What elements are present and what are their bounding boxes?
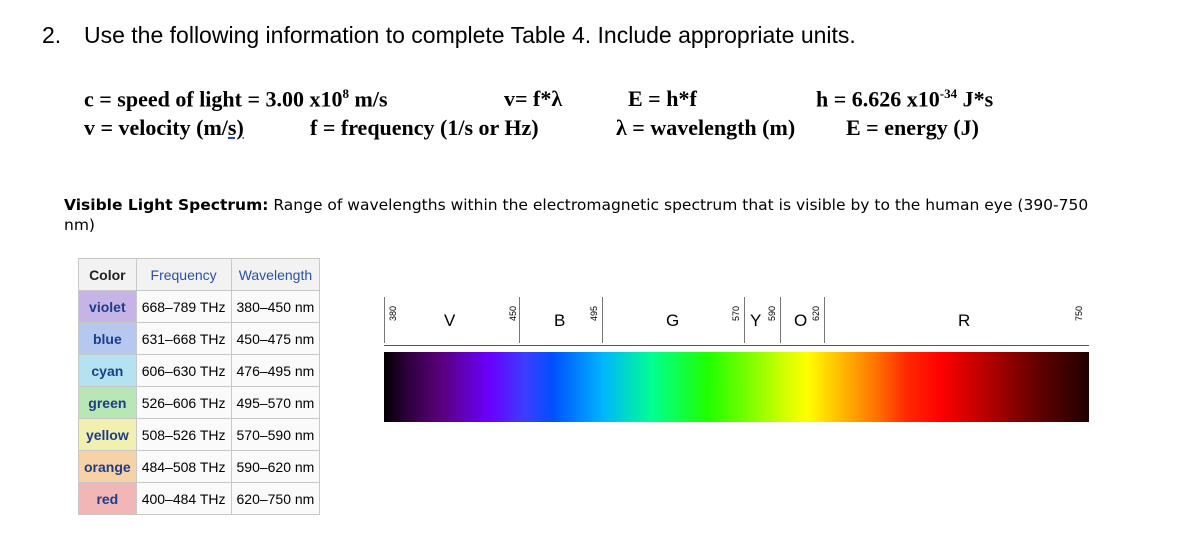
- wavelength-cell: 620–750 nm: [230, 482, 321, 515]
- color-cell: violet: [78, 290, 137, 323]
- question-text: Use the following information to complet…: [84, 22, 856, 48]
- color-cell: yellow: [78, 418, 137, 451]
- table-row: cyan 606–630 THz 476–495 nm: [78, 354, 321, 387]
- wavelength-cell: 495–570 nm: [230, 386, 321, 419]
- letter-o: O: [794, 311, 808, 330]
- c-exponent: 8: [342, 86, 350, 101]
- spectrum-diagram: 380 V 450 B 495 G 570 Y 590 O 620 R 750: [384, 295, 1089, 422]
- tick-495: [602, 297, 603, 343]
- color-cell: red: [78, 482, 137, 515]
- table-row: blue 631–668 THz 450–475 nm: [78, 322, 321, 355]
- visible-spectrum-title: Visible Light Spectrum:: [64, 196, 269, 214]
- wavelength-cell: 450–475 nm: [230, 322, 321, 355]
- letter-r: R: [958, 311, 971, 330]
- c-unit: m/s: [349, 86, 388, 112]
- color-cell: blue: [78, 322, 137, 355]
- letter-g: G: [666, 311, 680, 330]
- spectrum-labels: 380 V 450 B 495 G 570 Y 590 O 620 R 750: [384, 295, 1089, 346]
- wave-equation: v= f*λ: [504, 86, 563, 111]
- color-table: Color Frequency Wavelength violet 668–78…: [78, 258, 321, 515]
- energy-def: E = energy (J): [846, 115, 979, 140]
- frequency-cell: 668–789 THz: [135, 290, 232, 323]
- table-header-row: Color Frequency Wavelength: [78, 258, 321, 291]
- wavelength-cell: 590–620 nm: [230, 450, 321, 483]
- tick-label-380: 380: [388, 305, 398, 321]
- frequency-def: f = frequency (1/s or Hz): [310, 115, 539, 140]
- spectrum-gradient-bar: [384, 352, 1089, 422]
- visible-spectrum-desc: Range of wavelengths within the electrom…: [64, 196, 1089, 234]
- tick-label-750: 750: [1074, 305, 1084, 321]
- color-cell: orange: [78, 450, 137, 483]
- color-cell: cyan: [78, 354, 137, 387]
- table-row: red 400–484 THz 620–750 nm: [78, 482, 321, 515]
- question-number: 2.: [42, 22, 62, 48]
- tick-label-590: 590: [767, 305, 777, 321]
- frequency-cell: 526–606 THz: [135, 386, 232, 419]
- tick-570: [744, 297, 745, 343]
- tick-label-620: 620: [811, 305, 821, 321]
- header-wavelength: Wavelength: [230, 258, 321, 291]
- table-row: violet 668–789 THz 380–450 nm: [78, 290, 321, 323]
- frequency-cell: 400–484 THz: [135, 482, 232, 515]
- question: 2. Use the following information to compl…: [42, 22, 856, 49]
- letter-v: V: [444, 311, 456, 330]
- tick-label-450: 450: [508, 305, 518, 321]
- header-frequency: Frequency: [135, 258, 232, 291]
- tick-590: [780, 297, 781, 343]
- tick-450: [519, 297, 520, 343]
- velocity-def: v = velocity (m/s): [84, 115, 244, 141]
- frequency-cell: 606–630 THz: [135, 354, 232, 387]
- wavelength-def: λ = wavelength (m): [616, 115, 796, 140]
- tick-label-570: 570: [731, 305, 741, 321]
- header-color: Color: [78, 258, 137, 291]
- frequency-cell: 631–668 THz: [135, 322, 232, 355]
- velocity-underlined: s): [227, 115, 244, 140]
- wavelength-cell: 476–495 nm: [230, 354, 321, 387]
- planck-constant-def: h = 6.626 x10-34 J*s: [816, 86, 993, 112]
- tick-380: [384, 297, 385, 343]
- h-text: h = 6.626 x10: [816, 86, 940, 112]
- h-unit: J*s: [957, 86, 994, 112]
- velocity-text: v = velocity (m/: [84, 115, 228, 140]
- frequency-cell: 508–526 THz: [135, 418, 232, 451]
- wavelength-cell: 570–590 nm: [230, 418, 321, 451]
- energy-equation: E = h*f: [628, 86, 697, 111]
- letter-y: Y: [750, 311, 762, 330]
- speed-of-light-def: c = speed of light = 3.00 x108 m/s: [84, 86, 388, 112]
- frequency-cell: 484–508 THz: [135, 450, 232, 483]
- table-row: yellow 508–526 THz 570–590 nm: [78, 418, 321, 451]
- visible-spectrum-note: Visible Light Spectrum: Range of wavelen…: [64, 195, 1124, 235]
- table-row: green 526–606 THz 495–570 nm: [78, 386, 321, 419]
- letter-b: B: [554, 311, 566, 330]
- h-exponent: -34: [939, 86, 958, 101]
- color-cell: green: [78, 386, 137, 419]
- table-row: orange 484–508 THz 590–620 nm: [78, 450, 321, 483]
- tick-620: [824, 297, 825, 343]
- tick-label-495: 495: [589, 305, 599, 321]
- wavelength-cell: 380–450 nm: [230, 290, 321, 323]
- c-text: c = speed of light = 3.00 x10: [84, 86, 343, 112]
